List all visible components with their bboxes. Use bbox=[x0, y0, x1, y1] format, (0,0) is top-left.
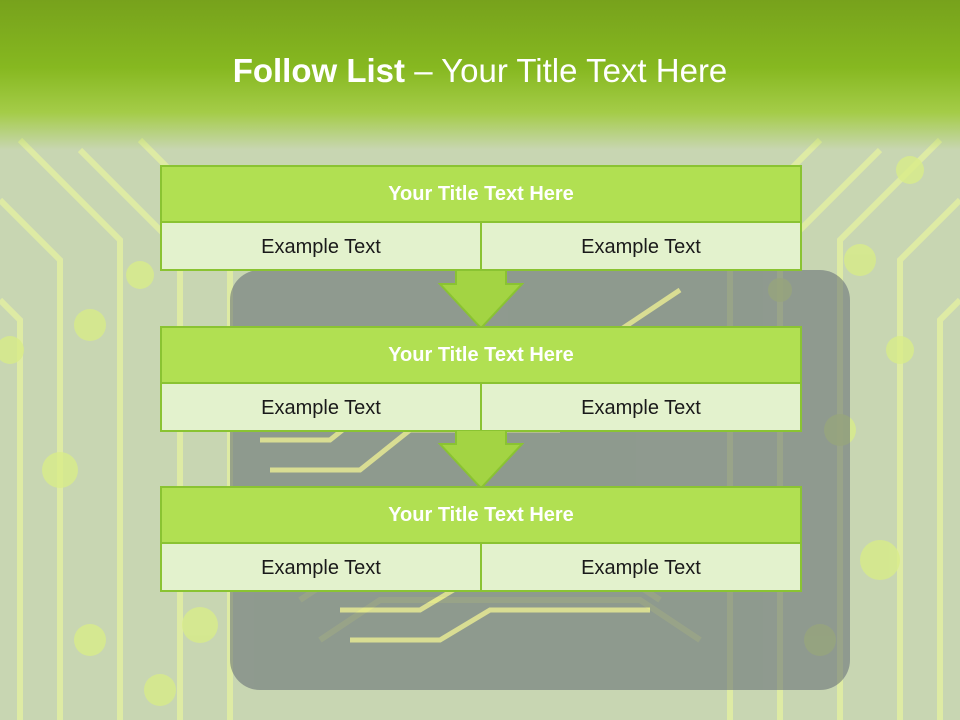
block-cell-left: Example Text bbox=[261, 556, 381, 579]
block-cell-left: Example Text bbox=[261, 235, 381, 258]
page-title-rest: – Your Title Text Here bbox=[405, 52, 728, 89]
page-title-bold: Follow List bbox=[232, 52, 406, 89]
block-title: Your Title Text Here bbox=[162, 488, 800, 544]
down-arrow-icon bbox=[438, 270, 524, 330]
page-title: Follow List – Your Title Text Here bbox=[0, 52, 960, 90]
block-title: Your Title Text Here bbox=[162, 328, 800, 384]
block-row: Example Text Example Text bbox=[162, 223, 800, 271]
list-block-3: Your Title Text Here Example Text Exampl… bbox=[160, 486, 802, 592]
block-cell-right: Example Text bbox=[480, 544, 800, 592]
block-title: Your Title Text Here bbox=[162, 167, 800, 223]
list-block-1: Your Title Text Here Example Text Exampl… bbox=[160, 165, 802, 271]
header-band bbox=[0, 0, 960, 150]
down-arrow-icon bbox=[438, 430, 524, 490]
list-block-2: Your Title Text Here Example Text Exampl… bbox=[160, 326, 802, 432]
block-cell-right: Example Text bbox=[480, 223, 800, 271]
block-cell-right: Example Text bbox=[480, 384, 800, 432]
block-row: Example Text Example Text bbox=[162, 384, 800, 432]
block-row: Example Text Example Text bbox=[162, 544, 800, 592]
block-cell-left: Example Text bbox=[261, 396, 381, 419]
